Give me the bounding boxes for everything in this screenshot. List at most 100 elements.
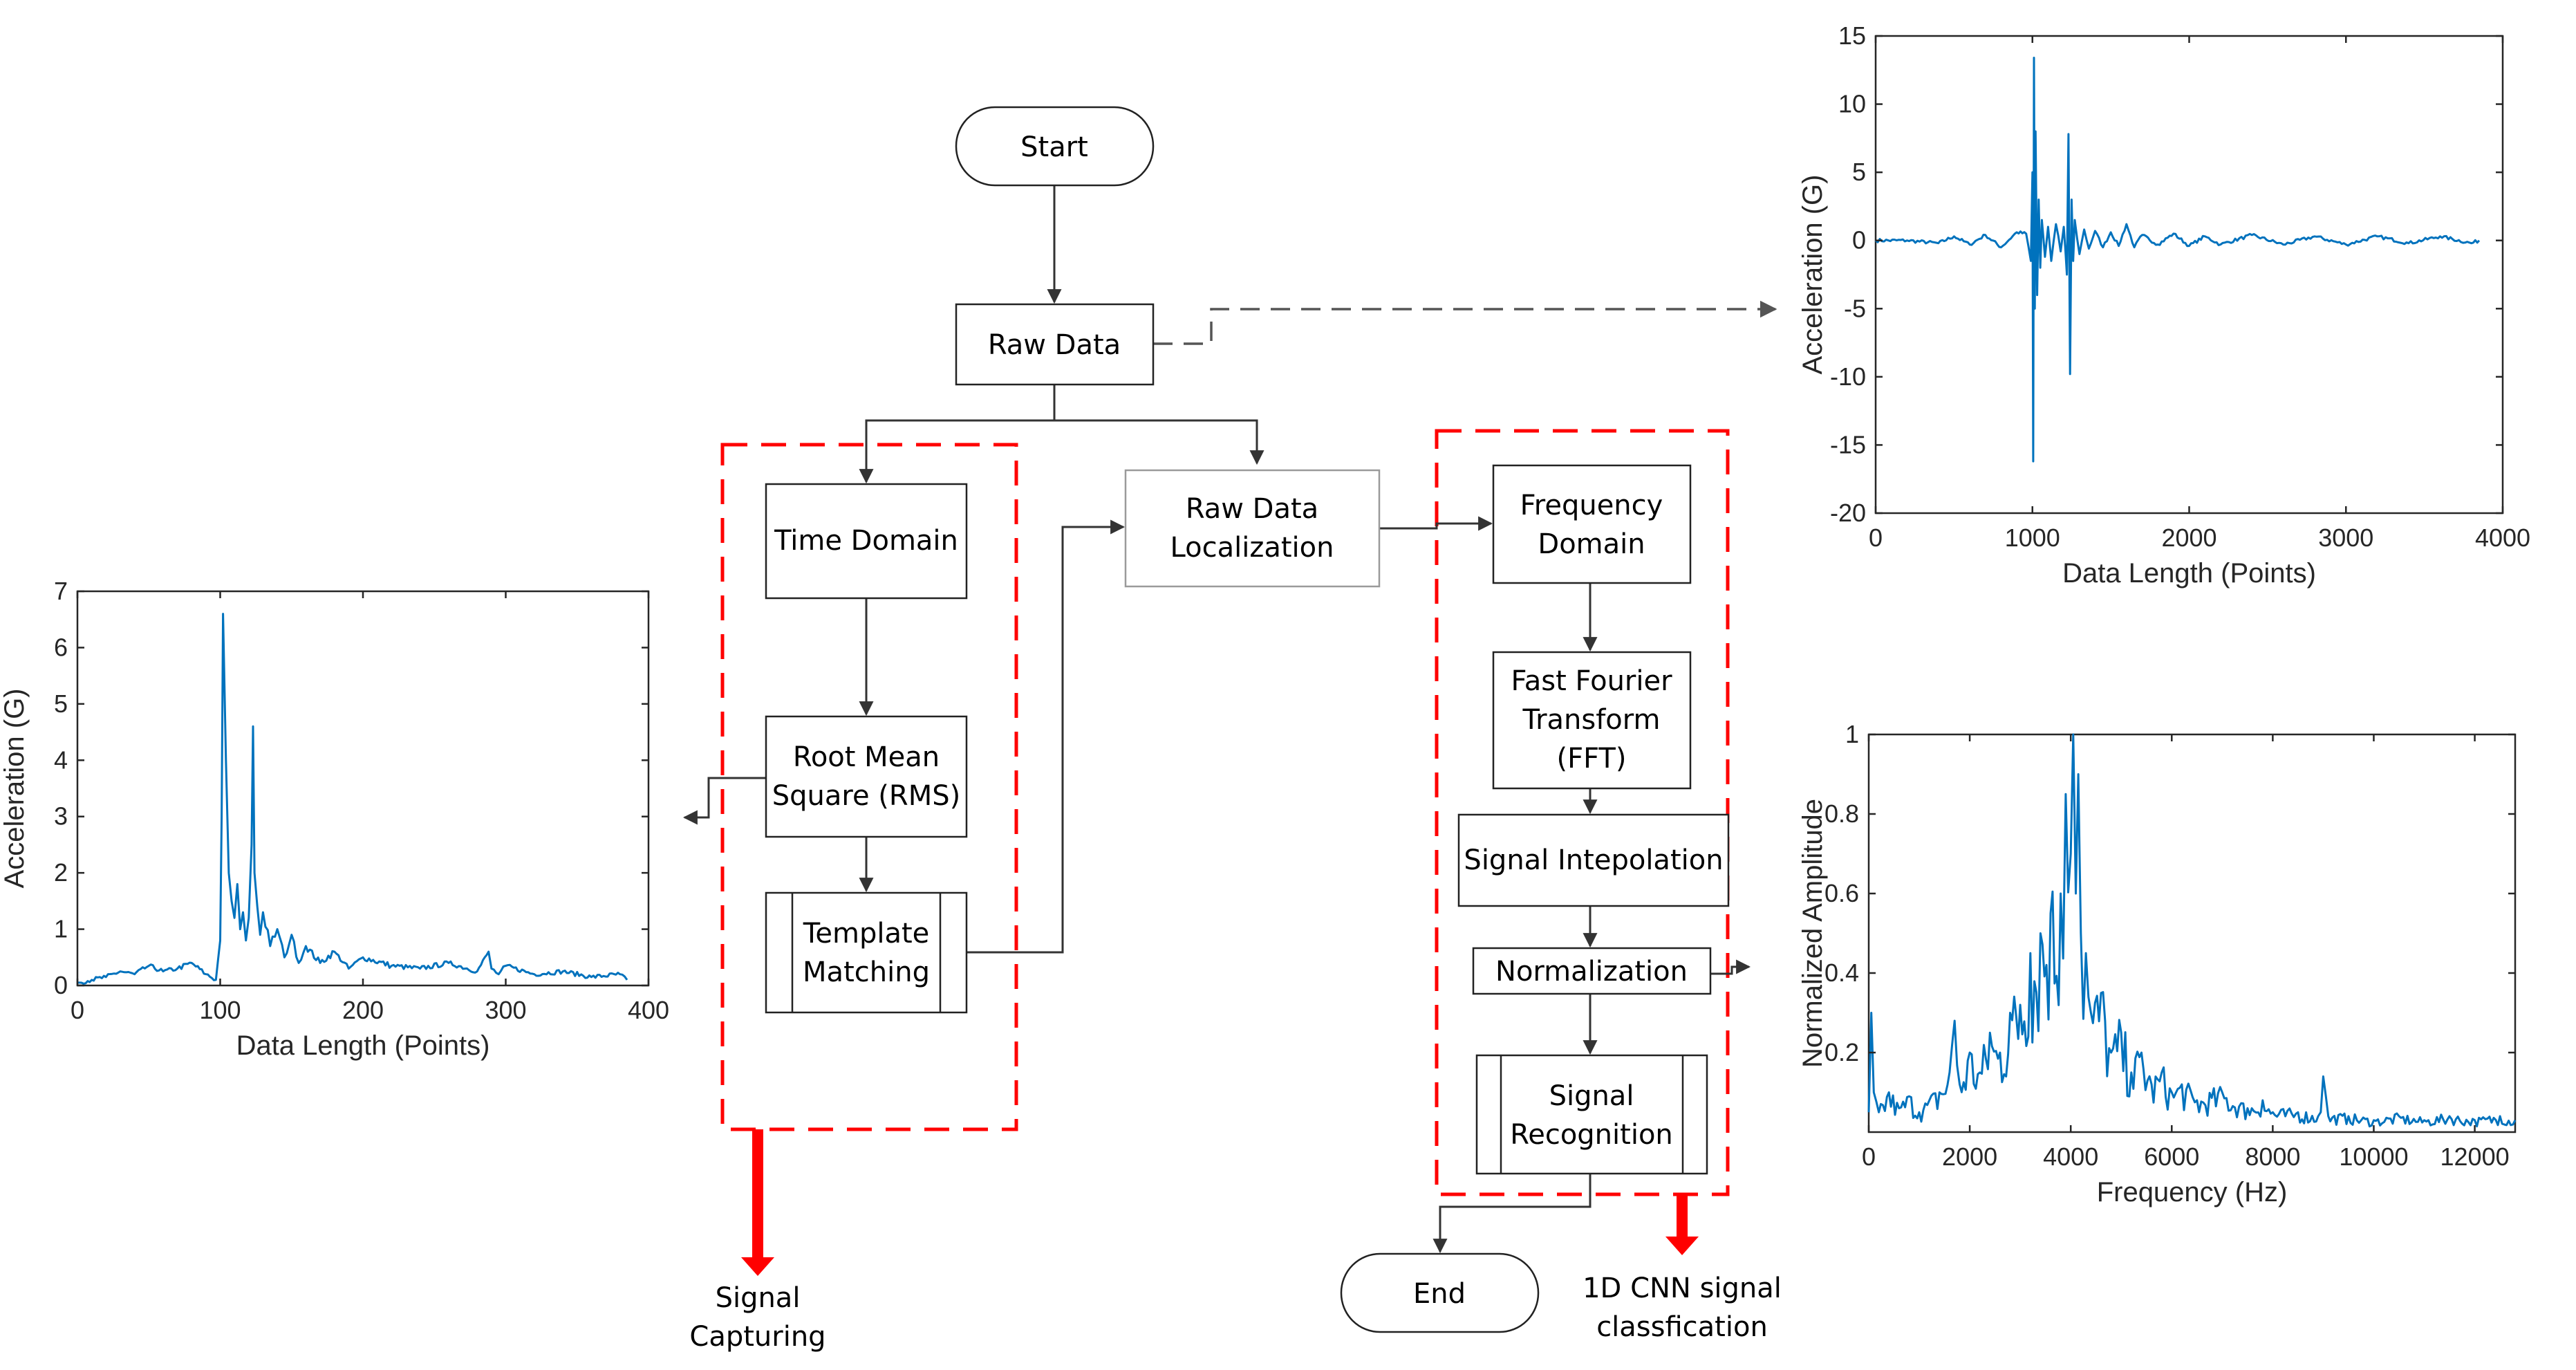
localization-label-line1: Raw Data	[1186, 493, 1318, 525]
fft-label-line3: (FFT)	[1557, 743, 1627, 775]
normalization-label: Normalization	[1495, 956, 1688, 988]
template-label-line2: Matching	[803, 956, 930, 988]
series-line-0	[1875, 57, 2481, 463]
fft-chart: 0 2000 4000 6000 8000 10000 12000 0.2 0.4 0.6 0.8 1…	[1798, 720, 2517, 1207]
x-tick-label: 4000	[2043, 1142, 2098, 1171]
signal-recognition-node: Signal Recognition	[1475, 1054, 1708, 1175]
x-axis-label: Data Length (Points)	[2062, 558, 2316, 589]
fft-label-line2: Transform	[1522, 704, 1661, 736]
template-label-line1: Template	[803, 918, 930, 950]
frequency-label-line2: Domain	[1538, 528, 1645, 560]
x-tick-label: 3000	[2318, 524, 2373, 552]
connector-norm-plot	[1710, 959, 1751, 975]
connector-raw-split	[1053, 385, 1264, 465]
connector-rms-plot	[682, 777, 766, 825]
raw-data-label: Raw Data	[988, 329, 1121, 361]
x-axis-label: Frequency (Hz)	[2097, 1177, 2288, 1207]
plot-area	[1867, 733, 2517, 1133]
x-tick-label: 2000	[1942, 1142, 1997, 1171]
frequency-label-line1: Frequency	[1520, 490, 1663, 521]
y-tick-label: 1	[54, 915, 68, 943]
y-tick-label: -20	[1830, 499, 1866, 527]
y-tick-label: 0	[1852, 226, 1866, 254]
template-matching-node: Template Matching	[765, 891, 968, 1014]
classification-label-line1: 1D CNN signal	[1583, 1272, 1782, 1304]
y-axis-label: Acceleration (G)	[0, 689, 30, 889]
y-tick-label: 0.8	[1824, 799, 1859, 828]
y-tick-label: -5	[1844, 294, 1866, 322]
x-tick-label: 100	[199, 996, 241, 1024]
recognition-label-line2: Recognition	[1510, 1119, 1673, 1151]
signal-capturing-region	[720, 443, 1018, 1131]
capture-output-arrow	[741, 1129, 774, 1276]
connector-localization-frequency	[1379, 516, 1493, 531]
x-tick-label: 400	[628, 996, 669, 1024]
plot-area	[1874, 35, 2504, 515]
y-tick-label: 4	[54, 746, 68, 774]
start-node: Start	[955, 106, 1155, 187]
y-tick-label: 3	[54, 802, 68, 831]
normalization-node: Normalization	[1472, 947, 1712, 995]
x-tick-label: 0	[1862, 1142, 1876, 1171]
interpolation-label: Signal Intepolation	[1464, 844, 1723, 876]
y-tick-label: 6	[54, 633, 68, 661]
rms-label-line2: Square (RMS)	[772, 780, 960, 812]
y-tick-label: 5	[54, 689, 68, 718]
y-tick-label: 0.4	[1824, 959, 1859, 987]
capture-label-line1: Signal	[716, 1282, 801, 1314]
rms-label-line1: Root Mean	[793, 741, 940, 773]
connector-raw-time	[859, 419, 1054, 484]
x-tick-label: 0	[71, 996, 84, 1024]
x-tick-label: 300	[485, 996, 526, 1024]
x-tick-label: 10000	[2339, 1142, 2408, 1171]
rms-node: Root Mean Square (RMS)	[765, 715, 968, 838]
time-domain-label: Time Domain	[774, 525, 958, 557]
plot-area	[76, 590, 650, 987]
classification-output-arrow	[1665, 1194, 1699, 1255]
fft-label-line1: Fast Fourier	[1511, 665, 1672, 697]
y-tick-label: 5	[1852, 158, 1866, 186]
localization-label-line2: Localization	[1170, 532, 1334, 564]
y-tick-label: 15	[1838, 21, 1866, 50]
y-axis-label: Acceleration (G)	[1798, 175, 1828, 375]
x-tick-label: 6000	[2144, 1142, 2199, 1171]
recognition-label-line1: Signal	[1549, 1080, 1634, 1112]
x-axis-label: Data Length (Points)	[236, 1030, 490, 1061]
y-tick-label: 0	[54, 971, 68, 999]
signal-interpolation-node: Signal Intepolation	[1457, 813, 1730, 907]
x-tick-label: 12000	[2440, 1142, 2510, 1171]
y-tick-label: 0.6	[1824, 879, 1859, 907]
frequency-domain-node: Frequency Domain	[1492, 464, 1692, 584]
y-tick-label: 1	[1845, 720, 1859, 748]
connector-raw-plot-dashed	[1153, 300, 1777, 345]
capture-label-line2: Capturing	[689, 1321, 825, 1353]
x-tick-label: 2000	[2161, 524, 2216, 552]
y-tick-label: -15	[1830, 430, 1866, 459]
series-line-0	[77, 613, 628, 985]
y-tick-label: 0.2	[1824, 1038, 1859, 1066]
signal-classification-region	[1435, 429, 1730, 1196]
y-axis-label: Normalized Amplitude	[1798, 799, 1828, 1068]
end-label: End	[1413, 1278, 1466, 1310]
y-tick-label: -10	[1830, 362, 1866, 391]
fft-node: Fast Fourier Transform (FFT)	[1492, 651, 1692, 790]
x-tick-label: 4000	[2475, 524, 2530, 552]
end-node: End	[1340, 1252, 1540, 1333]
x-tick-label: 200	[342, 996, 384, 1024]
raw-data-node: Raw Data	[955, 303, 1155, 386]
x-tick-label: 1000	[2005, 524, 2060, 552]
start-label: Start	[1020, 131, 1088, 163]
x-tick-label: 0	[1869, 524, 1883, 552]
raw-data-localization-node: Raw Data Localization	[1124, 469, 1381, 588]
series-line-0	[1867, 733, 2517, 1128]
classification-label-line2: classfication	[1596, 1311, 1768, 1343]
y-tick-label: 2	[54, 858, 68, 887]
x-tick-label: 8000	[2245, 1142, 2300, 1171]
connector-recog-end	[1432, 1174, 1592, 1254]
connector-template-localization	[967, 519, 1126, 954]
y-tick-label: 7	[54, 577, 68, 605]
y-tick-label: 10	[1838, 90, 1866, 118]
